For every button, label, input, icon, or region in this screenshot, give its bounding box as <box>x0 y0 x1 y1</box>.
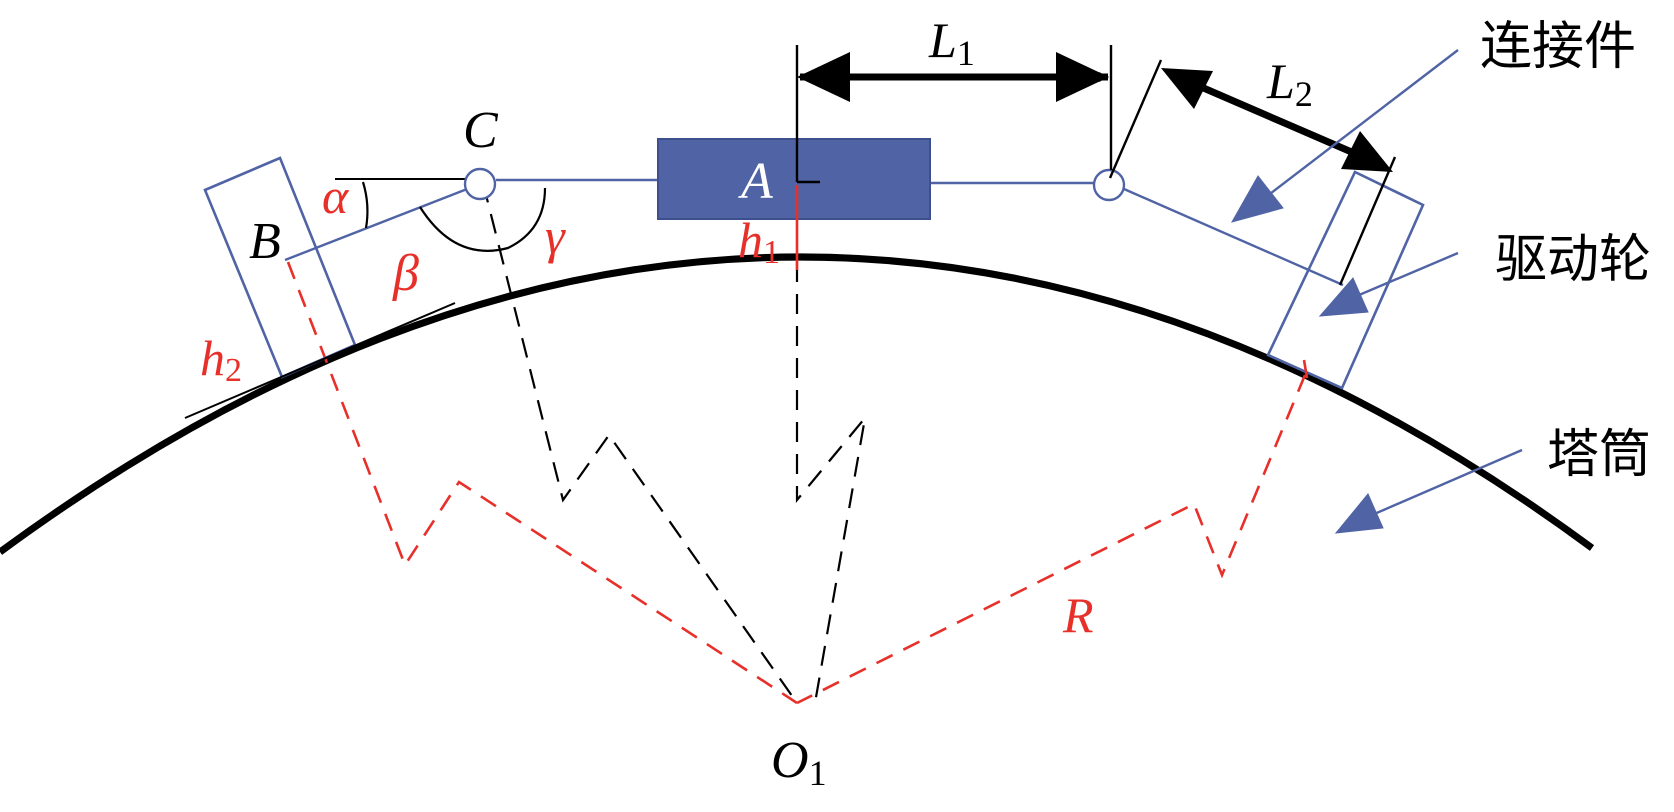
L2-arrowhead-right <box>1341 131 1393 172</box>
L1-arrowhead-right <box>1056 52 1109 102</box>
connector-callout-arrowhead <box>1230 175 1284 223</box>
radius-left <box>286 261 798 705</box>
L1-arrowhead-left <box>797 52 850 102</box>
link-B-C <box>284 182 481 262</box>
label-L1: L1 <box>928 12 975 73</box>
tower-callout-arrowhead <box>1334 493 1384 534</box>
joint-C <box>463 167 497 201</box>
dash-from-A <box>795 262 867 704</box>
right-drive-wheel <box>1266 170 1425 390</box>
radius-right <box>796 374 1307 705</box>
main-body-A <box>657 138 931 220</box>
label-C: C <box>463 102 499 159</box>
callout-connector: 连接件 <box>1480 17 1636 77</box>
left-tangent-line <box>184 302 456 419</box>
label-h1: h1 <box>738 212 780 271</box>
label-gamma: γ <box>545 208 566 264</box>
callout-tower: 塔筒 <box>1547 425 1651 485</box>
label-B: B <box>249 213 281 270</box>
label-R: R <box>1062 587 1094 643</box>
joint-right <box>1092 168 1126 202</box>
beta-gamma-arc <box>419 187 547 252</box>
label-L2: L2 <box>1266 53 1313 114</box>
L2-ext-right <box>1338 156 1397 286</box>
drive-wheel-callout-arrowhead <box>1318 277 1369 317</box>
radius-lines <box>286 261 1307 705</box>
label-beta: β <box>392 245 419 302</box>
right-contact-tick <box>1302 359 1309 379</box>
callout-arrows <box>1230 49 1523 534</box>
L2-dimension-shaft <box>1183 76 1372 164</box>
label-O1: O1 <box>771 732 827 793</box>
link-right <box>1123 187 1344 287</box>
label-A: A <box>738 153 773 210</box>
L2-ext-left <box>1108 59 1163 179</box>
dash-from-C <box>481 182 798 704</box>
label-alpha: α <box>322 168 350 224</box>
label-h2: h2 <box>200 330 242 389</box>
L2-arrowhead-left <box>1161 68 1213 109</box>
alpha-arc <box>361 181 369 229</box>
callout-drive-wheel: 驱动轮 <box>1495 230 1651 290</box>
